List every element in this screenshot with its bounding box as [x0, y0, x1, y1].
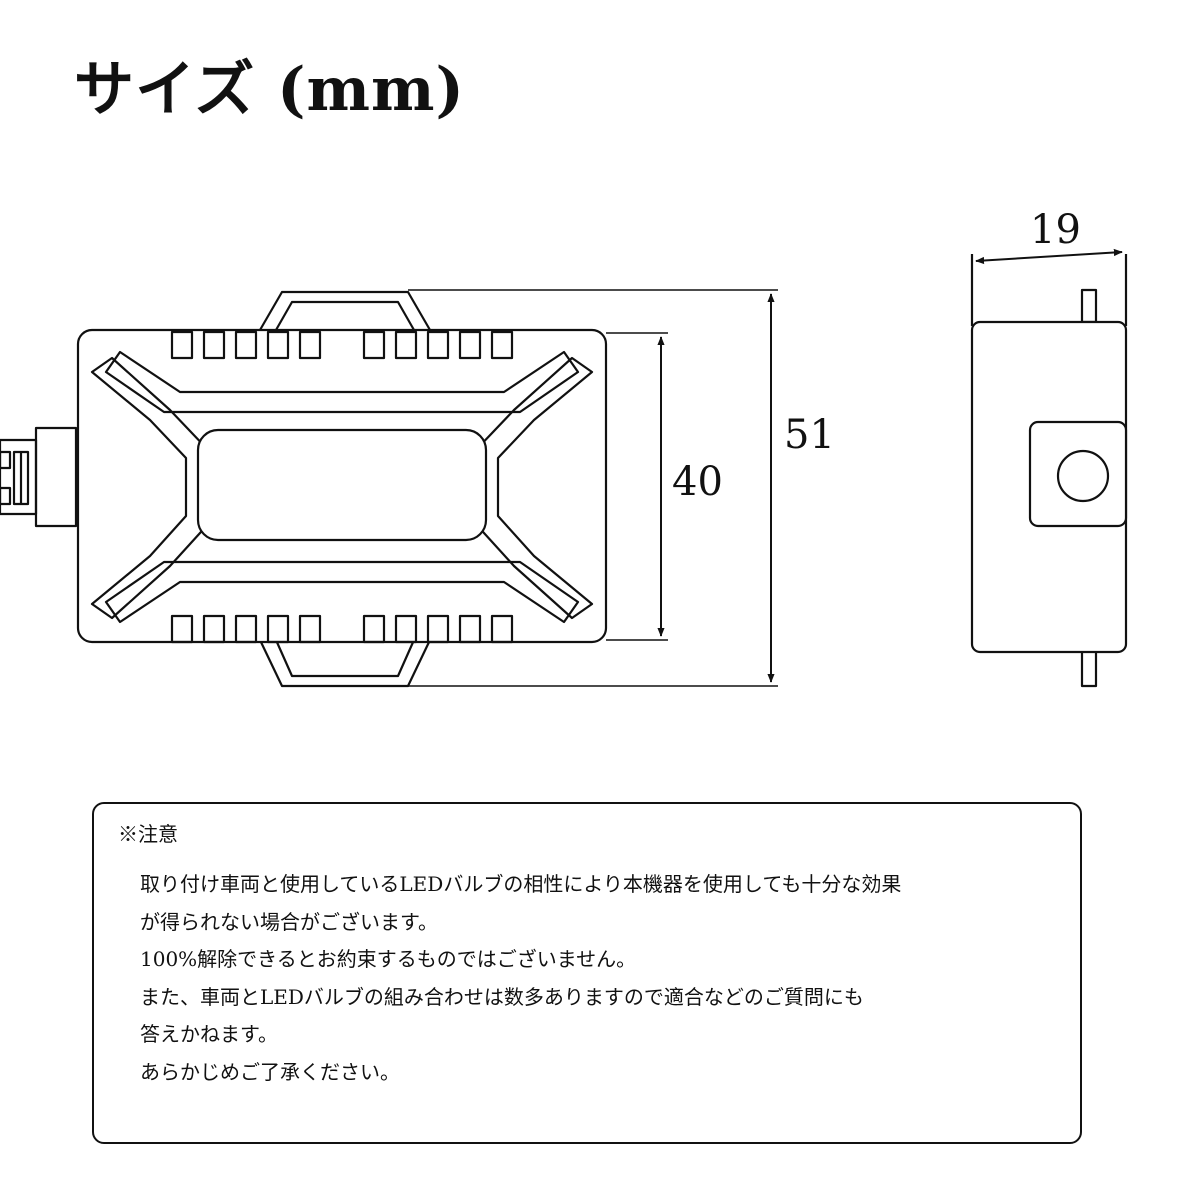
connector [0, 426, 78, 528]
extension-lines [408, 289, 778, 687]
front-view [0, 290, 608, 688]
side-bottom-pin [1080, 648, 1098, 688]
bottom-mount-tab [259, 639, 431, 688]
top-fins [170, 330, 514, 360]
notice-line: 答えかねます。 [140, 1022, 278, 1046]
bottom-fins [170, 614, 514, 644]
dim-label-40: 40 [672, 459, 723, 505]
side-view [970, 254, 1128, 688]
dim-label-51: 51 [784, 412, 835, 458]
dimension-drawing: 40 51 19 [0, 207, 1128, 688]
notice-heading: ※注意 [118, 822, 178, 846]
center-window [196, 428, 488, 542]
notice-text: 取り付け車両と使用しているLEDバルブの相性により本機器を使用しても十分な効果 … [140, 866, 1070, 1091]
notice-line: が得られない場合がございます。 [140, 909, 438, 934]
page-title: サイズ (mm) [74, 55, 465, 125]
dim-line-19 [975, 248, 1123, 265]
notice-box [92, 802, 1082, 1144]
top-mount-tab [259, 290, 431, 331]
rib-pattern [90, 350, 594, 624]
dim-label-19: 19 [1030, 207, 1081, 253]
notice-line: 取り付け車両と使用しているLEDバルブの相性により本機器を使用しても十分な効果 [140, 872, 902, 896]
side-bolt [1056, 449, 1110, 503]
side-top-pin [1080, 288, 1098, 324]
notice-line: また、車両とLEDバルブの組み合わせは数多ありますので適合などのご質問にも [140, 984, 864, 1009]
notice-line: 100%解除できるとお約束するものではございません。 [140, 947, 637, 971]
notice-line: あらかじめご了承ください。 [140, 1059, 400, 1084]
